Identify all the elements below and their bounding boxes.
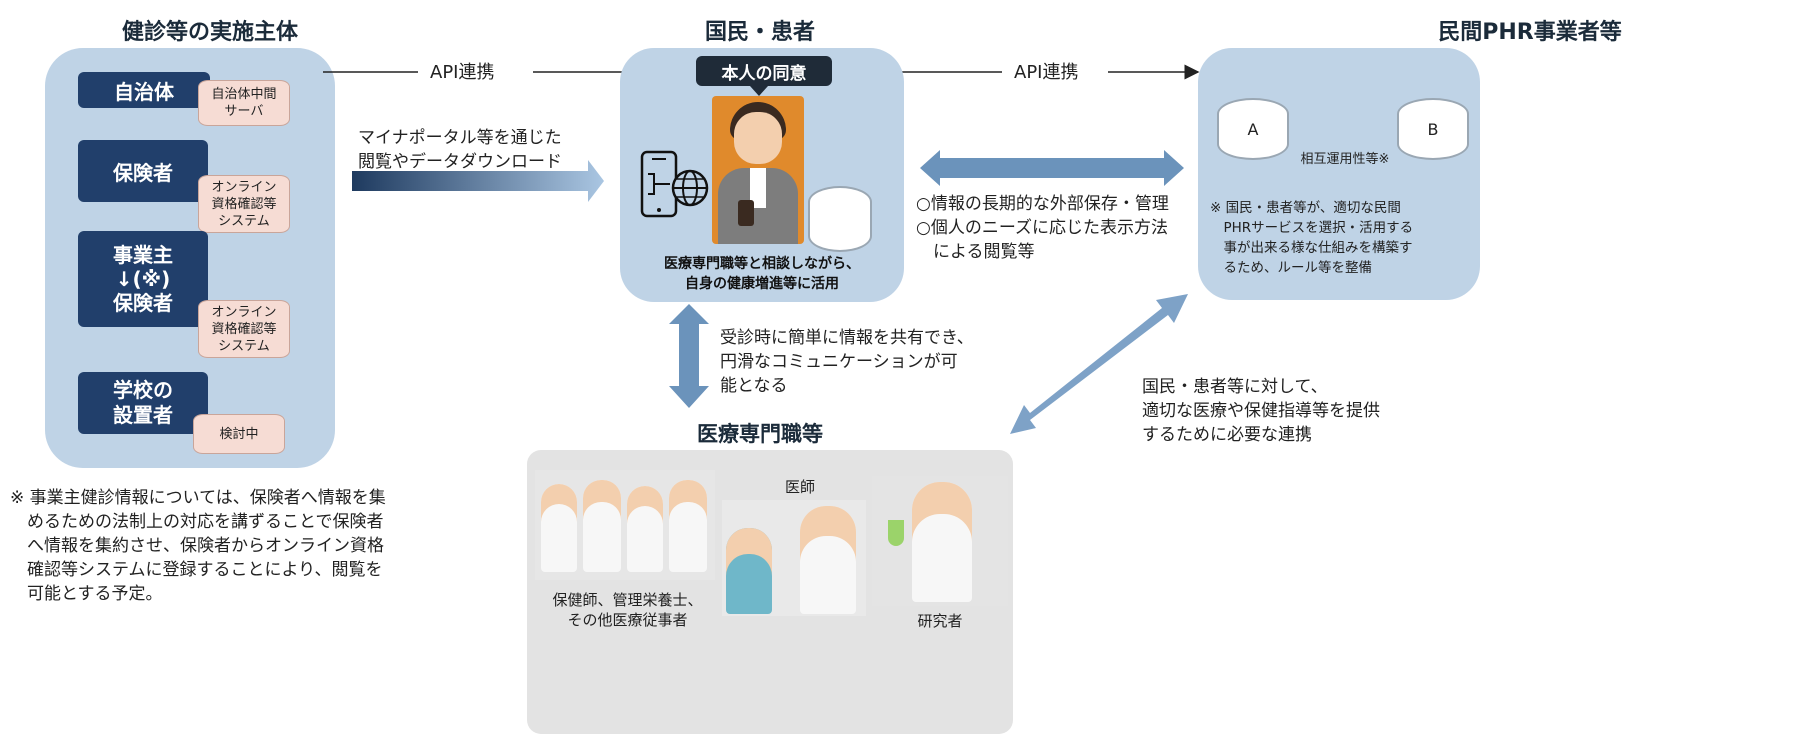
entity-label: 保険者 — [113, 160, 173, 185]
phr-database-a: A — [1217, 98, 1289, 160]
figure — [627, 486, 663, 572]
doctor-figure — [800, 506, 856, 614]
header-left: 健診等の実施主体 — [121, 20, 298, 45]
consult-label: 受診時に簡単に情報を共有でき、 円滑なコミュニケーションが可 能となる — [720, 328, 974, 396]
header-medical: 医療専門職等 — [697, 422, 823, 446]
database-icon: オンライン 資格確認等 システム — [198, 175, 290, 233]
figure — [583, 480, 621, 572]
portal-arrow — [352, 160, 604, 202]
phr-database-b: B — [1397, 98, 1469, 160]
phr-medical-label: 国民・患者等に対して、 適切な医療や保健指導等を提供 するために必要な連携 — [1142, 377, 1380, 445]
entity-label: 自治体 — [114, 79, 174, 104]
db-label: 検討中 — [219, 426, 259, 442]
face — [734, 112, 782, 164]
smartphone-globe-icon — [640, 150, 709, 218]
consent-badge-tail — [750, 86, 768, 96]
researcher-illustration — [872, 476, 1008, 606]
database-icon: 自治体中間 サーバ — [198, 80, 290, 126]
entity-school: 学校の 設置者 — [78, 372, 208, 434]
database-icon: オンライン 資格確認等 システム — [198, 300, 290, 358]
center-caption: 医療専門職等と相談しながら、 自身の健康増進等に活用 — [664, 256, 860, 292]
phr-note: ※ 国民・患者等が、適切な民間 PHRサービスを選択・活用する 事が出来る様な仕… — [1210, 200, 1414, 276]
phone-in-hand — [738, 200, 754, 226]
consent-label: 本人の同意 — [721, 63, 807, 84]
flask — [888, 520, 904, 546]
storage-label: ○情報の長期的な外部保存・管理 ○個人のニーズに応じた表示方法 による閲覧等 — [916, 194, 1169, 262]
entity-label: 学校の 設置者 — [113, 378, 173, 427]
api-link-right-label: API連携 — [1014, 62, 1079, 83]
group1-label: 保健師、管理栄養士、 その他医療従事者 — [552, 591, 703, 629]
entity-employer: 事業主 ↓(※) 保険者 — [78, 231, 208, 327]
database-icon: 検討中 — [193, 414, 285, 454]
figure — [541, 484, 577, 572]
shirt — [750, 168, 766, 208]
interop-label: 相互運用性等※ — [1300, 152, 1390, 167]
db-label: オンライン 資格確認等 システム — [211, 179, 277, 229]
figure — [669, 480, 707, 572]
phr-medical-double-arrow — [1010, 294, 1188, 434]
portal-label: マイナポータル等を通じた 閲覧やデータダウンロード — [358, 128, 562, 172]
employer-note: ※ 事業主健診情報については、保険者へ情報を集 めるための法制上の対応を講ずるこ… — [10, 488, 386, 604]
personal-database-icon — [808, 186, 872, 252]
entity-insurer: 保険者 — [78, 140, 208, 202]
phr-providers-panel — [1198, 48, 1480, 300]
consent-badge: 本人の同意 — [696, 56, 832, 86]
patient-illustration — [712, 96, 804, 244]
consult-double-arrow — [669, 304, 709, 408]
patient-figure — [726, 528, 772, 614]
db-b-label: B — [1427, 119, 1439, 139]
group2-label: 医師 — [784, 478, 815, 496]
nurses-illustration — [535, 470, 715, 580]
doctor-consultation-illustration — [722, 500, 866, 616]
entity-municipality: 自治体 — [78, 72, 210, 108]
db-a-label: A — [1247, 119, 1259, 139]
entity-label: 事業主 ↓(※) 保険者 — [113, 243, 173, 315]
researcher-figure — [912, 482, 972, 602]
header-right: 民間PHR事業者等 — [1438, 20, 1622, 45]
db-label: オンライン 資格確認等 システム — [211, 304, 277, 354]
db-label: 自治体中間 サーバ — [211, 87, 277, 119]
header-center: 国民・患者 — [704, 20, 815, 45]
storage-double-arrow — [920, 150, 1184, 186]
group3-label: 研究者 — [917, 612, 963, 630]
api-link-left-label: API連携 — [430, 62, 495, 83]
